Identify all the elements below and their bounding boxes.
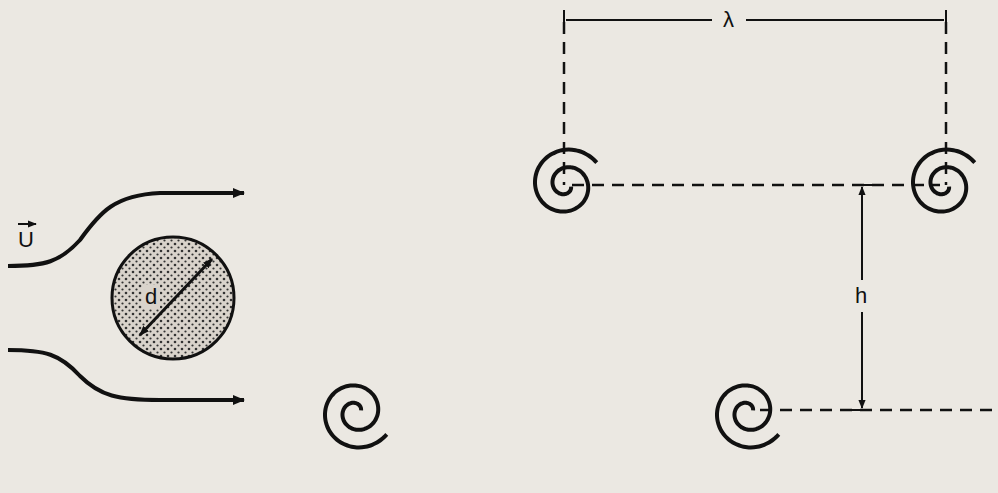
vortex-spiral (535, 150, 597, 212)
cylinder: d (110, 235, 236, 361)
spacing-label: h (852, 284, 870, 308)
wavelength-label: λ (720, 8, 737, 32)
vector-arrow (18, 223, 36, 225)
spacing-dimension (852, 185, 872, 410)
vortices (325, 150, 975, 448)
streamline (8, 350, 244, 400)
cylinder-shape (110, 235, 236, 361)
vortex-spiral (325, 385, 387, 447)
wavelength-dimension (564, 10, 946, 30)
vortex-spiral (717, 385, 779, 447)
vortex-spiral (913, 150, 975, 212)
dashed-guides (564, 22, 996, 410)
velocity-label: U (15, 228, 37, 252)
diameter-label: d (142, 285, 160, 309)
